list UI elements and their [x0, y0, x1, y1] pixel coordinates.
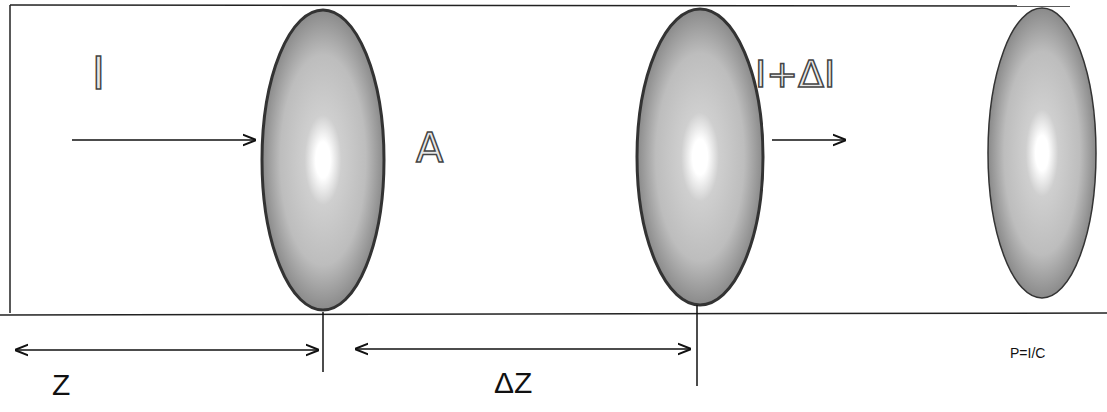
dimension-lines	[16, 305, 697, 386]
cross-sections	[262, 8, 1096, 310]
position-label: Z	[52, 370, 70, 400]
current-out-label: I+ΔI	[755, 55, 835, 93]
current-label: I	[92, 52, 105, 96]
formula-note: P=I/C	[1010, 346, 1045, 360]
area-label: A	[416, 128, 443, 168]
flow-arrows	[72, 139, 845, 141]
length-label: ΔZ	[494, 368, 532, 398]
tube-outline	[0, 5, 1107, 315]
